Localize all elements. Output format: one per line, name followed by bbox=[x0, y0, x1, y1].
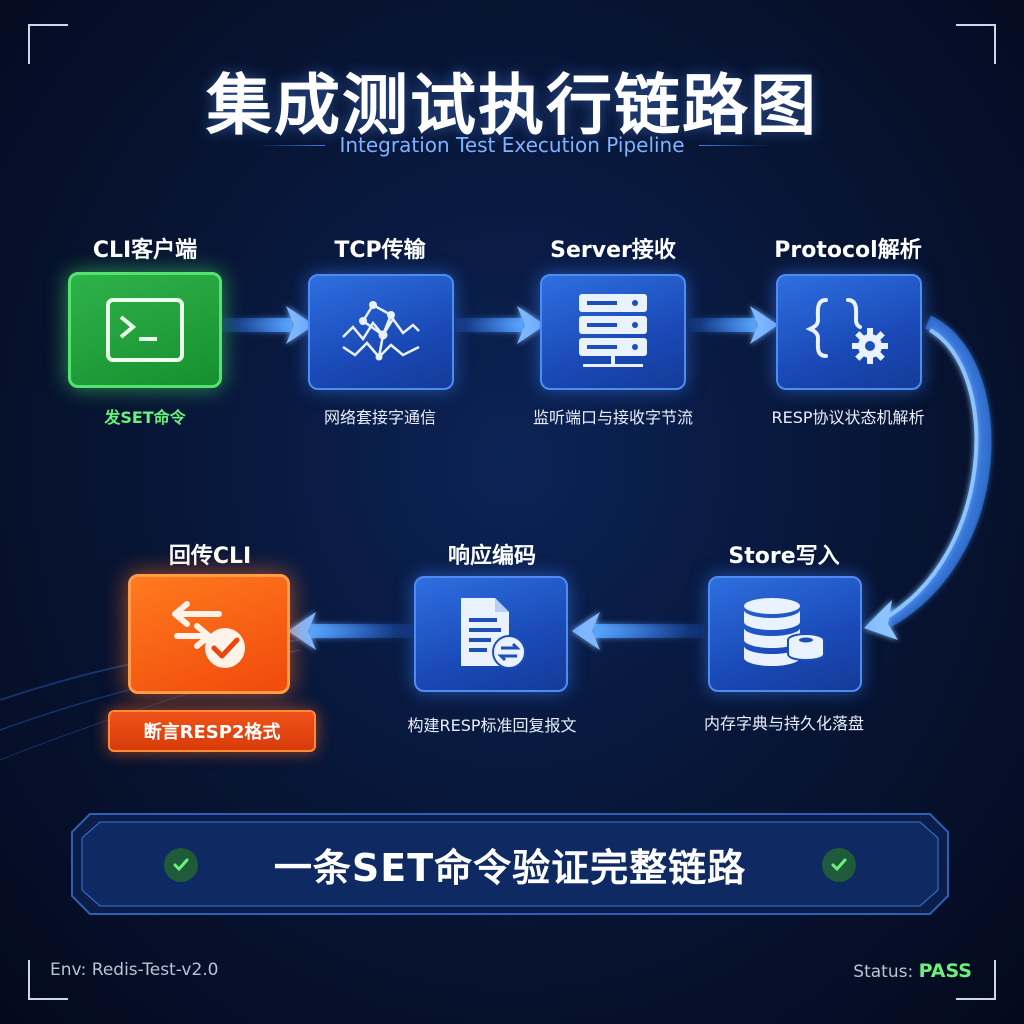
status-value: PASS bbox=[918, 960, 972, 982]
stage-desc-protocol: RESP协议状态机解析 bbox=[771, 408, 925, 427]
terminal-icon bbox=[106, 298, 184, 362]
network-icon bbox=[342, 301, 420, 361]
arrow-server-to-protocol bbox=[690, 306, 778, 344]
subtitle-divider-right bbox=[698, 144, 769, 146]
corner-bracket-bottom-right bbox=[956, 960, 996, 1000]
return-check-icon bbox=[172, 601, 245, 668]
subtitle-row: Integration Test Execution Pipeline bbox=[0, 130, 1024, 160]
braces-gear-icon bbox=[805, 298, 888, 364]
stage-server-receive[interactable] bbox=[540, 274, 686, 390]
corner-bracket-top-right bbox=[956, 24, 996, 64]
stage-desc-tcp: 网络套接字通信 bbox=[323, 408, 436, 427]
database-icon bbox=[744, 598, 825, 666]
stage-desc-return-cli-badge: 断言RESP2格式 bbox=[108, 710, 316, 752]
arrow-cli-to-tcp bbox=[222, 306, 314, 344]
stage-store-write[interactable] bbox=[708, 576, 862, 692]
summary-banner: 一条SET命令验证完整链路 bbox=[70, 812, 950, 916]
footer-env: Env: Redis-Test-v2.0 bbox=[50, 960, 218, 980]
arrow-encode-to-cli bbox=[288, 612, 412, 650]
stage-cli-client[interactable] bbox=[68, 272, 222, 388]
stage-desc-store: 内存字典与持久化落盘 bbox=[703, 714, 864, 733]
page-title: 集成测试执行链路图 bbox=[206, 67, 818, 144]
env-value: Redis-Test-v2.0 bbox=[91, 960, 219, 980]
check-icon-left bbox=[164, 848, 198, 882]
stage-desc-encode: 构建RESP标准回复报文 bbox=[407, 716, 577, 735]
stage-label-protocol: Protocol解析 bbox=[774, 238, 922, 263]
stage-desc-cli-client: 发SET命令 bbox=[104, 408, 186, 427]
arrow-store-to-encode bbox=[572, 612, 704, 650]
footer-status: Status: PASS bbox=[853, 960, 972, 982]
document-exchange-icon bbox=[461, 598, 526, 669]
status-label: Status: bbox=[853, 962, 914, 982]
stage-label-return-cli: 回传CLI bbox=[168, 544, 252, 569]
stage-label-server: Server接收 bbox=[550, 238, 676, 263]
env-label: Env: bbox=[50, 960, 87, 980]
stage-label-store: Store写入 bbox=[728, 544, 840, 569]
subtitle-divider-left bbox=[255, 144, 326, 146]
arrow-tcp-to-server bbox=[455, 306, 545, 344]
stage-label-encode: 响应编码 bbox=[447, 544, 536, 569]
stage-label-tcp: TCP传输 bbox=[334, 238, 426, 263]
server-icon bbox=[579, 294, 647, 367]
banner-frame bbox=[71, 813, 949, 915]
stage-response-encode[interactable] bbox=[414, 576, 568, 692]
stage-protocol-parse[interactable] bbox=[776, 274, 922, 390]
stage-tcp-transport[interactable] bbox=[308, 274, 454, 390]
corner-bracket-bottom-left bbox=[28, 960, 68, 1000]
summary-banner-text: 一条SET命令验证完整链路 bbox=[273, 845, 747, 890]
check-icon-right bbox=[822, 848, 856, 882]
stage-label-cli-client: CLI客户端 bbox=[92, 238, 198, 263]
stage-desc-server: 监听端口与接收字节流 bbox=[532, 408, 693, 427]
corner-bracket-top-left bbox=[28, 24, 68, 64]
stage-return-cli[interactable] bbox=[128, 574, 290, 694]
arrow-protocol-to-store bbox=[864, 315, 992, 640]
page-subtitle: Integration Test Execution Pipeline bbox=[339, 133, 685, 157]
